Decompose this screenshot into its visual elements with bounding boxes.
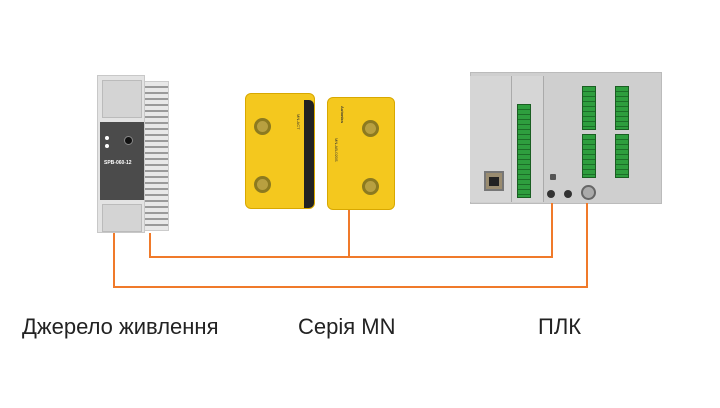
screw-icon — [254, 118, 271, 135]
power-supply-label: Джерело живлення — [22, 314, 219, 339]
power-supply-device: SPB-060-12 — [97, 75, 169, 233]
usb-port-icon — [550, 174, 556, 180]
wire — [586, 203, 588, 288]
psu-vent — [141, 81, 169, 231]
actuator-side — [304, 100, 314, 208]
psu-panel: SPB-060-12 — [100, 122, 144, 200]
adjust-knob-icon — [124, 136, 133, 145]
wire — [149, 233, 151, 258]
wire — [113, 233, 115, 288]
led-icon — [105, 136, 109, 140]
psu-top-cover — [102, 80, 142, 118]
screw-icon — [362, 178, 379, 195]
sensor-model: MN-AB-020S — [334, 138, 339, 162]
screw-icon — [254, 176, 271, 193]
wire — [348, 210, 350, 258]
brand-label: Autonics — [340, 106, 345, 124]
terminal-block — [582, 134, 596, 178]
psu-front: SPB-060-12 — [97, 75, 145, 233]
led-icon — [105, 144, 109, 148]
terminal-block — [615, 134, 629, 178]
ethernet-port-icon — [484, 171, 504, 191]
sensor-mn: MN-AB-020S Autonics — [327, 97, 395, 210]
plc-label: ПЛК — [538, 314, 582, 339]
wire — [113, 286, 588, 288]
sensor-actuator: MN-ACT — [245, 93, 315, 209]
port-icon — [564, 190, 572, 198]
round-connector-icon — [581, 185, 596, 200]
psu-bottom-cover — [102, 204, 142, 232]
port-icon — [547, 190, 555, 198]
terminal-block — [517, 104, 531, 198]
wire — [149, 256, 553, 258]
terminal-block — [615, 86, 629, 130]
psu-model: SPB-060-12 — [104, 160, 132, 166]
actuator-label: MN-ACT — [296, 114, 301, 130]
sensor-series-label: Серія MN — [298, 314, 396, 339]
wire — [551, 203, 553, 258]
terminal-block — [582, 86, 596, 130]
screw-icon — [362, 120, 379, 137]
